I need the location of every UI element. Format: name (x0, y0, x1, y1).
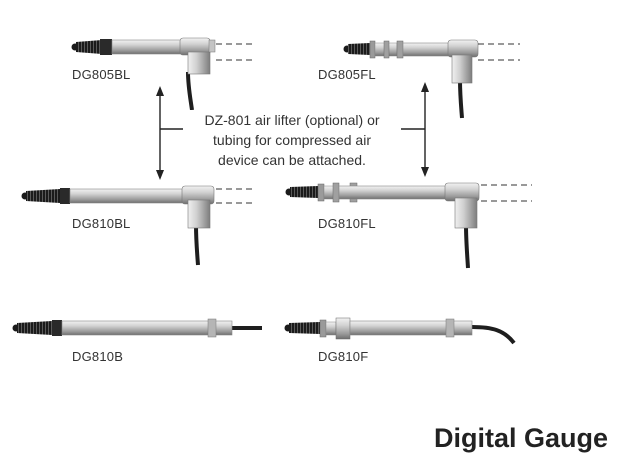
model-label-dg810b: DG810B (72, 349, 124, 364)
model-label-dg810bl: DG810BL (72, 216, 131, 231)
air-lifter-note: DZ-801 air lifter (optional) or tubing f… (183, 110, 401, 170)
gauge-dg810bl (21, 185, 256, 266)
model-label-dg810f: DG810F (318, 349, 369, 364)
note-line: DZ-801 air lifter (optional) or (204, 112, 380, 128)
arrow-left (156, 86, 183, 180)
gauge-dg805fl (343, 39, 520, 119)
gauge-dg810fl (285, 182, 532, 269)
page-heading: Digital Gauge (433, 423, 608, 453)
model-label-dg805bl: DG805BL (72, 67, 131, 82)
arrow-right (401, 82, 429, 177)
note-line: tubing for compressed air (213, 132, 371, 148)
model-label-dg805fl: DG805FL (318, 67, 376, 82)
gauge-dg810f (284, 317, 516, 345)
model-label-dg810fl: DG810FL (318, 216, 376, 231)
gauge-dg805bl (71, 37, 256, 111)
gauge-dg810b (12, 318, 262, 338)
note-line: device can be attached. (218, 152, 366, 168)
